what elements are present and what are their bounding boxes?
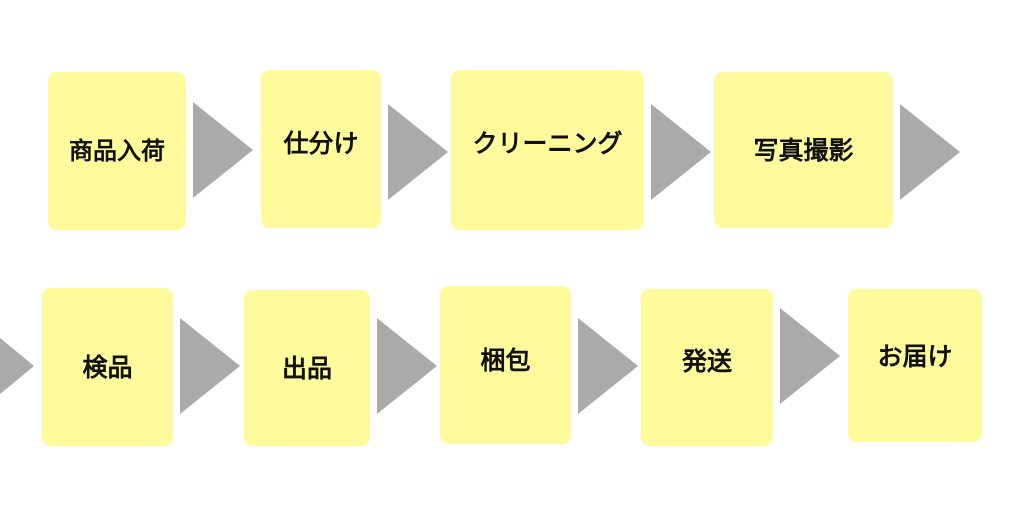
step-label-listing: 出品 — [281, 353, 332, 383]
step-label-packing: 梱包 — [480, 345, 531, 375]
step-label-receiving: 商品入荷 — [69, 137, 165, 165]
flow-arrow-3 — [651, 104, 711, 200]
flow-arrow-continuation — [0, 337, 34, 395]
step-box-photography: 写真撮影 — [714, 72, 893, 228]
step-label-sorting: 仕分け — [283, 128, 359, 158]
step-label-photography: 写真撮影 — [753, 135, 854, 165]
step-box-delivery: お届け — [848, 289, 982, 442]
flow-arrow-7 — [578, 318, 638, 414]
step-box-sorting: 仕分け — [261, 70, 381, 228]
step-box-receiving: 商品入荷 — [48, 72, 186, 230]
step-label-delivery: お届け — [877, 342, 953, 371]
step-box-shipping: 発送 — [641, 289, 773, 446]
flow-arrow-1 — [193, 102, 253, 198]
step-label-cleaning: クリーニング — [472, 128, 623, 158]
step-box-listing: 出品 — [244, 290, 370, 446]
flow-arrow-2 — [388, 104, 448, 200]
flow-arrow-8 — [780, 308, 840, 404]
flow-arrow-5 — [180, 318, 240, 414]
step-box-cleaning: クリーニング — [451, 70, 644, 230]
flow-arrow-6 — [377, 318, 437, 414]
flow-arrow-4 — [900, 104, 960, 200]
step-box-inspection: 検品 — [42, 288, 173, 446]
step-box-packing: 梱包 — [440, 286, 571, 444]
step-label-shipping: 発送 — [681, 347, 732, 376]
step-label-inspection: 検品 — [82, 352, 133, 382]
